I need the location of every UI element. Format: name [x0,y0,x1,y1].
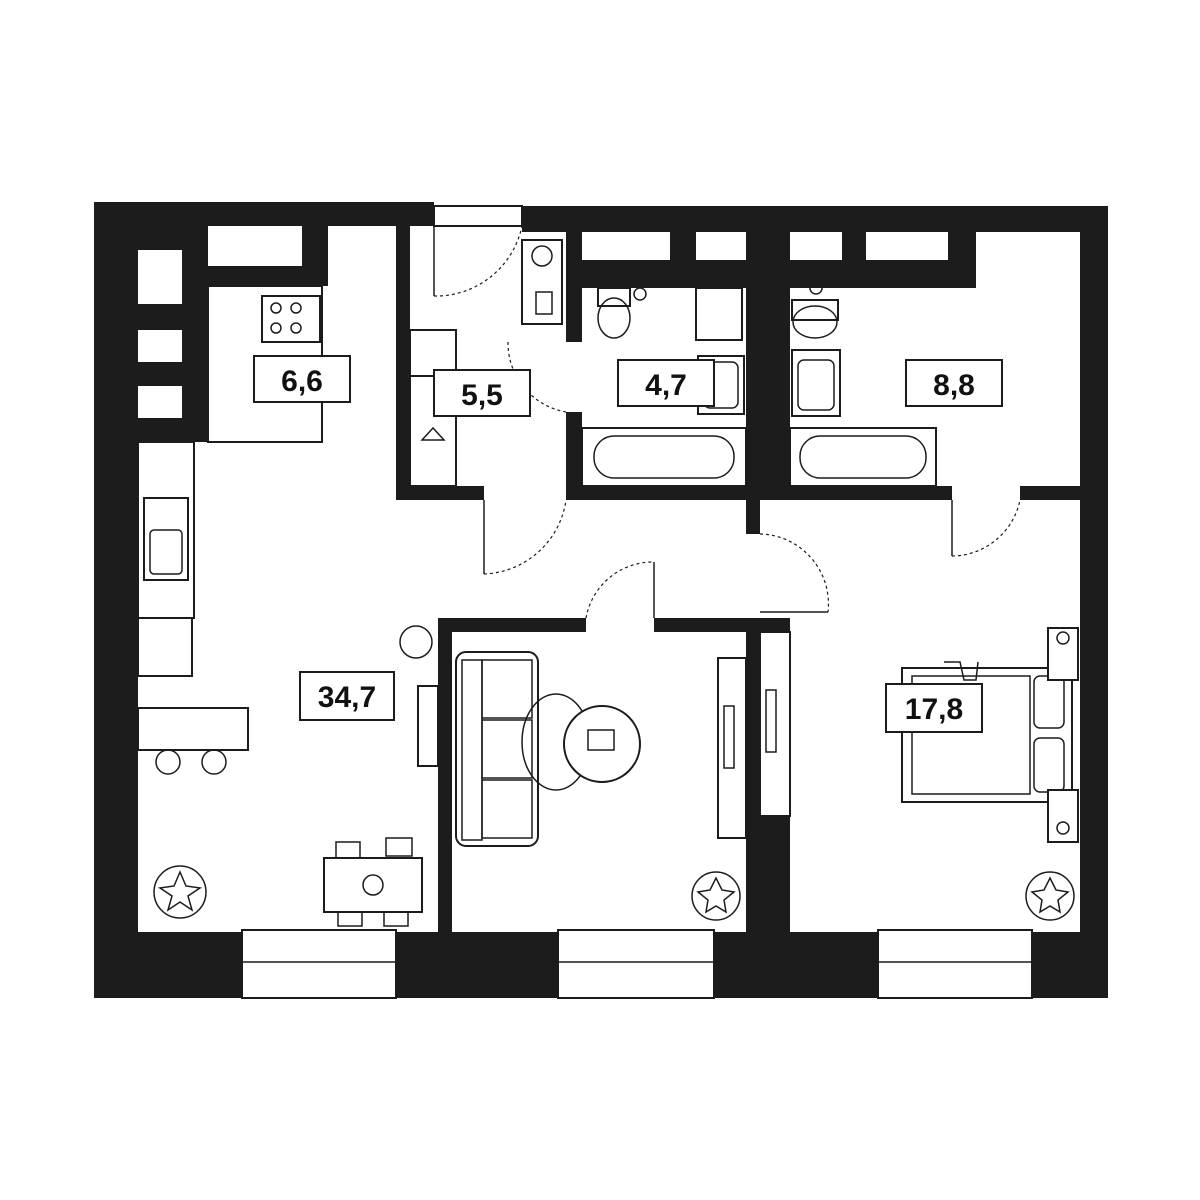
area-value: 8,8 [933,369,975,402]
bathtub-icon [789,427,937,487]
hallway-furniture [409,239,563,487]
window-icon [877,929,1033,999]
bathroom-1-furniture [581,287,747,487]
tv-icon [759,631,791,817]
plant-icon [691,871,741,921]
area-label-hallway: 5,5 [433,369,531,417]
window-icon [557,929,715,999]
area-value: 4,7 [645,369,687,402]
plant-icon [1025,871,1075,921]
area-value: 6,6 [281,365,323,398]
area-label-kitchen: 6,6 [253,355,351,403]
stove-icon [261,295,321,343]
toilet-icon [791,299,839,321]
middle-room-furniture [455,651,747,921]
sofa-icon [455,651,539,847]
dining-table-icon [323,857,423,913]
bathroom-2-furniture [789,281,937,487]
window-icon [241,929,397,999]
plant-icon [153,865,207,919]
door-swing-icon [483,499,567,575]
tv-icon [717,657,747,839]
area-label-bathroom-2: 8,8 [905,359,1003,407]
area-label-bathroom-1: 4,7 [617,359,715,407]
nightstand-icon [1047,627,1079,681]
hanger-icon [420,426,446,441]
bedroom-furniture [759,627,1079,921]
area-label-bedroom: 17,8 [885,683,983,733]
chair-icon [399,625,433,659]
door-swing-icon [759,533,830,613]
plant-icon [531,245,553,267]
chair-icon [337,911,363,927]
windows [241,205,1033,999]
door-swing-icon [585,561,655,619]
area-value: 17,8 [905,693,963,726]
shoe-icon [535,291,553,315]
area-value: 5,5 [461,379,503,412]
chair-icon [201,749,227,775]
chair-icon [335,841,361,859]
chair-icon [155,749,181,775]
window-icon [433,205,523,227]
chair-icon [383,911,409,927]
kitchen-furniture [137,285,439,927]
door-swing-icon [951,499,1021,557]
radiator-icon [417,685,439,767]
door-swing-icon [433,225,523,297]
coffee-table-icon [563,705,641,783]
bathtub-icon [581,427,747,487]
sink-icon [143,497,189,581]
area-label-living: 34,7 [299,671,395,721]
area-value: 34,7 [318,681,376,714]
chair-icon [385,837,413,857]
